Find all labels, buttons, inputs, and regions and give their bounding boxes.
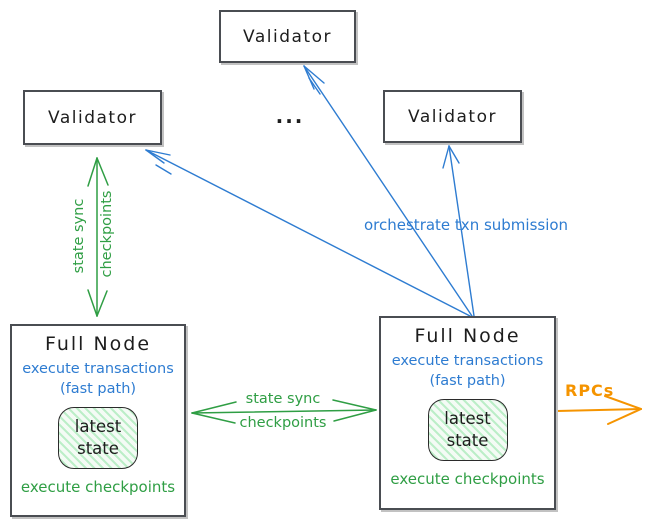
state-sync-horizontal-label-line1: state sync (245, 391, 321, 407)
rpcs-label: RPCs (565, 381, 615, 400)
validator-label: Validator (408, 106, 497, 127)
latest-state-line1: latest (444, 409, 491, 428)
validator-box-left: Validator (23, 90, 162, 145)
full-node-box-left: Full Node execute transactions (fast pat… (10, 324, 186, 517)
execute-transactions-label: execute transactions (391, 353, 544, 369)
full-node-title: Full Node (44, 333, 152, 355)
validator-box-top: Validator (219, 10, 356, 63)
state-sync-vertical-label-line2: checkpoints (99, 190, 115, 278)
latest-state-box: latest state (58, 407, 138, 469)
execute-checkpoints-label: execute checkpoints (390, 470, 545, 488)
latest-state-line2: state (446, 431, 489, 450)
arrow-rpcs (556, 395, 642, 425)
full-node-title: Full Node (414, 325, 521, 347)
state-sync-horizontal-label-line2: checkpoints (239, 415, 327, 431)
validator-box-right: Validator (383, 90, 522, 143)
latest-state-line2: state (77, 439, 119, 458)
full-node-box-right: Full Node execute transactions (fast pat… (379, 316, 556, 510)
validator-label: Validator (243, 26, 332, 47)
latest-state-line1: latest (74, 417, 122, 436)
execute-checkpoints-label: execute checkpoints (20, 478, 176, 496)
validators-ellipsis: ... (275, 104, 305, 128)
state-sync-vertical-label-line1: state sync (71, 198, 87, 274)
orchestrate-txn-submission-label: orchestrate txn submission (364, 216, 569, 234)
execute-transactions-label: execute transactions (22, 361, 174, 377)
fast-path-label: (fast path) (59, 381, 137, 397)
validator-label: Validator (48, 107, 137, 128)
latest-state-box: latest state (427, 399, 508, 461)
fast-path-label: (fast path) (429, 373, 506, 389)
